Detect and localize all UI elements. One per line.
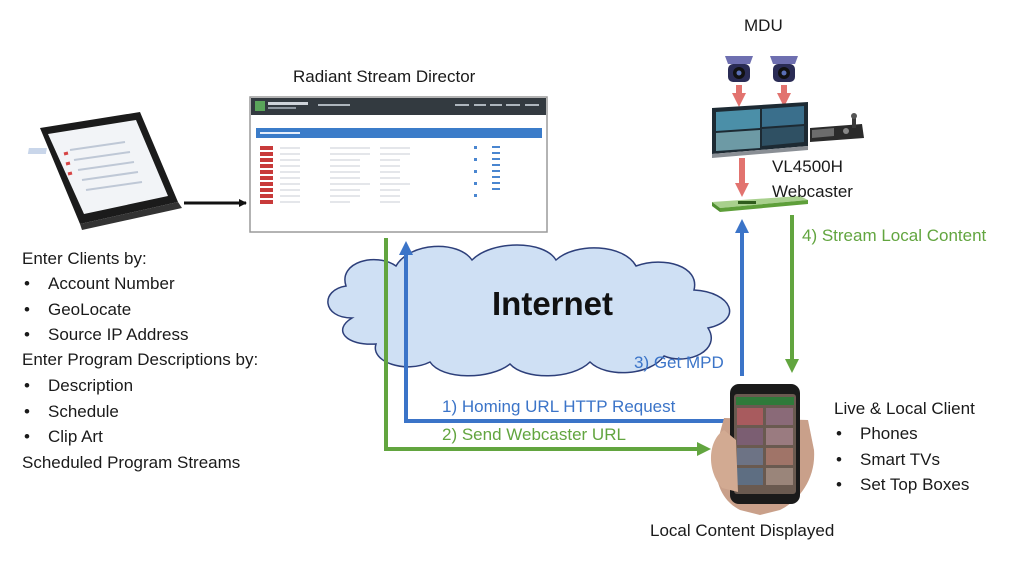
mdu-label: MDU <box>744 16 783 35</box>
homing-url-request-arrow <box>399 241 724 423</box>
list-item: Source IP Address <box>22 322 189 348</box>
stream-local-content-label: 4) Stream Local Content <box>802 226 987 245</box>
list-item: Set Top Boxes <box>834 472 969 498</box>
director-title: Radiant Stream Director <box>293 67 476 86</box>
client-heading: Live & Local Client <box>834 399 975 418</box>
stream-director-screenshot <box>249 96 548 233</box>
client-device-list: Phones Smart TVs Set Top Boxes <box>834 421 969 498</box>
program-heading: Enter Program Descriptions by: <box>22 350 259 369</box>
list-item: GeoLocate <box>22 297 189 323</box>
local-content-label: Local Content Displayed <box>650 521 835 540</box>
clients-list: Account Number GeoLocate Source IP Addre… <box>22 271 189 348</box>
webcaster-device-icon <box>712 196 808 212</box>
list-item: Account Number <box>22 271 189 297</box>
list-item: Clip Art <box>22 424 133 450</box>
scheduled-streams-label: Scheduled Program Streams <box>22 453 241 472</box>
list-item: Phones <box>834 421 969 447</box>
webcaster-model-label: VL4500H <box>772 157 843 176</box>
control-panel-icon <box>810 113 864 142</box>
webcaster-label: Webcaster <box>772 182 853 201</box>
laptop-icon <box>27 112 182 230</box>
list-item: Smart TVs <box>834 447 969 473</box>
video-switcher-icon <box>712 102 808 158</box>
phone-in-hand-icon <box>710 384 815 515</box>
internet-label: Internet <box>492 285 614 322</box>
list-item: Description <box>22 373 133 399</box>
internet-cloud <box>327 244 731 377</box>
get-mpd-label: 3) Get MPD <box>634 353 724 372</box>
camera-icon <box>725 56 753 82</box>
list-item: Schedule <box>22 399 133 425</box>
camera-icon <box>770 56 798 82</box>
send-webcaster-url-arrow <box>384 238 711 456</box>
clients-heading: Enter Clients by: <box>22 249 147 268</box>
program-list: Description Schedule Clip Art <box>22 373 133 450</box>
send-webcaster-url-label: 2) Send Webcaster URL <box>442 425 626 444</box>
homing-url-label: 1) Homing URL HTTP Request <box>442 397 676 416</box>
